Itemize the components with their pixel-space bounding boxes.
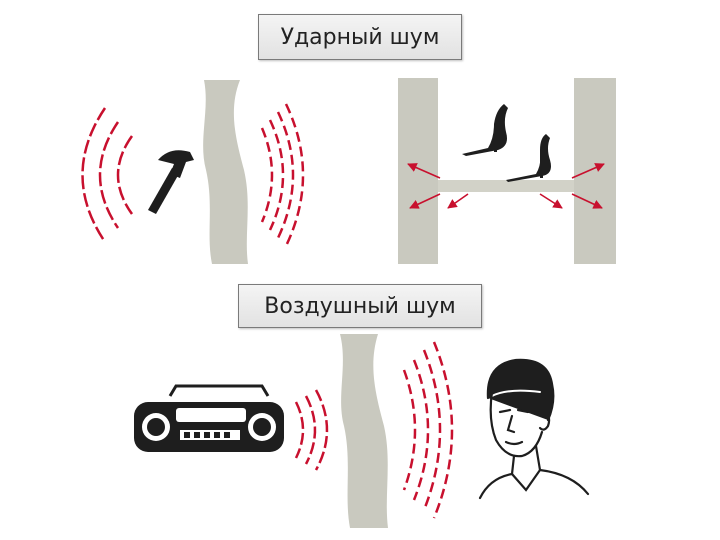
floor-slab bbox=[438, 180, 574, 192]
woman-face-icon bbox=[478, 358, 590, 500]
wavy-wall-bottom bbox=[340, 334, 388, 528]
impact-wall-scene bbox=[81, 80, 305, 264]
high-heel-shoe-icon bbox=[506, 134, 551, 182]
boombox-icon bbox=[134, 384, 284, 452]
vibration-arrows bbox=[407, 163, 605, 209]
left-column-wall bbox=[398, 78, 438, 264]
airborne-noise-label: Воздушный шум bbox=[238, 284, 482, 328]
transmitted-waves-top bbox=[260, 103, 305, 247]
wavy-wall-top bbox=[203, 80, 248, 264]
source-waves-left bbox=[81, 107, 134, 243]
high-heel-shoe-icon bbox=[462, 104, 508, 156]
transmitted-waves-bottom bbox=[402, 341, 454, 519]
source-waves-bottom bbox=[294, 389, 329, 471]
impact-noise-label: Ударный шум bbox=[258, 14, 462, 60]
right-column-wall bbox=[574, 78, 616, 264]
floor-slab-scene bbox=[398, 78, 616, 264]
hammer-icon bbox=[148, 150, 194, 214]
airborne-scene bbox=[134, 334, 590, 528]
